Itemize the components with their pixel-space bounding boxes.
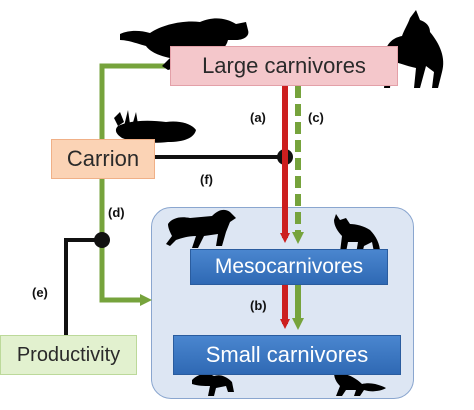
large-carnivores-node: Large carnivores [170,46,398,86]
productivity-link-line [64,238,102,335]
mesocarnivores-node: Mesocarnivores [190,249,388,285]
edge-label-a: (a) [250,110,266,125]
small-carnivores-label: Small carnivores [205,342,369,367]
edge-label-d: (d) [108,205,125,220]
junction-dot-e [94,232,110,248]
edge-label-b: (b) [250,298,267,313]
wolf-silhouette [384,10,444,88]
lynx-silhouette [334,214,380,254]
coyote-silhouette [166,209,236,248]
productivity-node: Productivity [0,335,137,375]
cougar-silhouette [120,18,249,70]
small-carnivores-node: Small carnivores [173,335,401,375]
moose-carcass-silhouette [114,110,196,143]
edge-label-c: (c) [308,110,324,125]
carrion-node: Carrion [51,139,155,179]
productivity-label: Productivity [16,343,121,366]
edge-label-f: (f) [200,172,213,187]
marten-silhouette [192,373,234,396]
green-trunk-line [99,63,170,306]
large-carnivores-label: Large carnivores [202,53,366,78]
edge-label-e: (e) [32,285,48,300]
mesocarnivores-label: Mesocarnivores [214,255,364,278]
carrion-label: Carrion [66,146,140,171]
fox-silhouette [334,368,386,396]
